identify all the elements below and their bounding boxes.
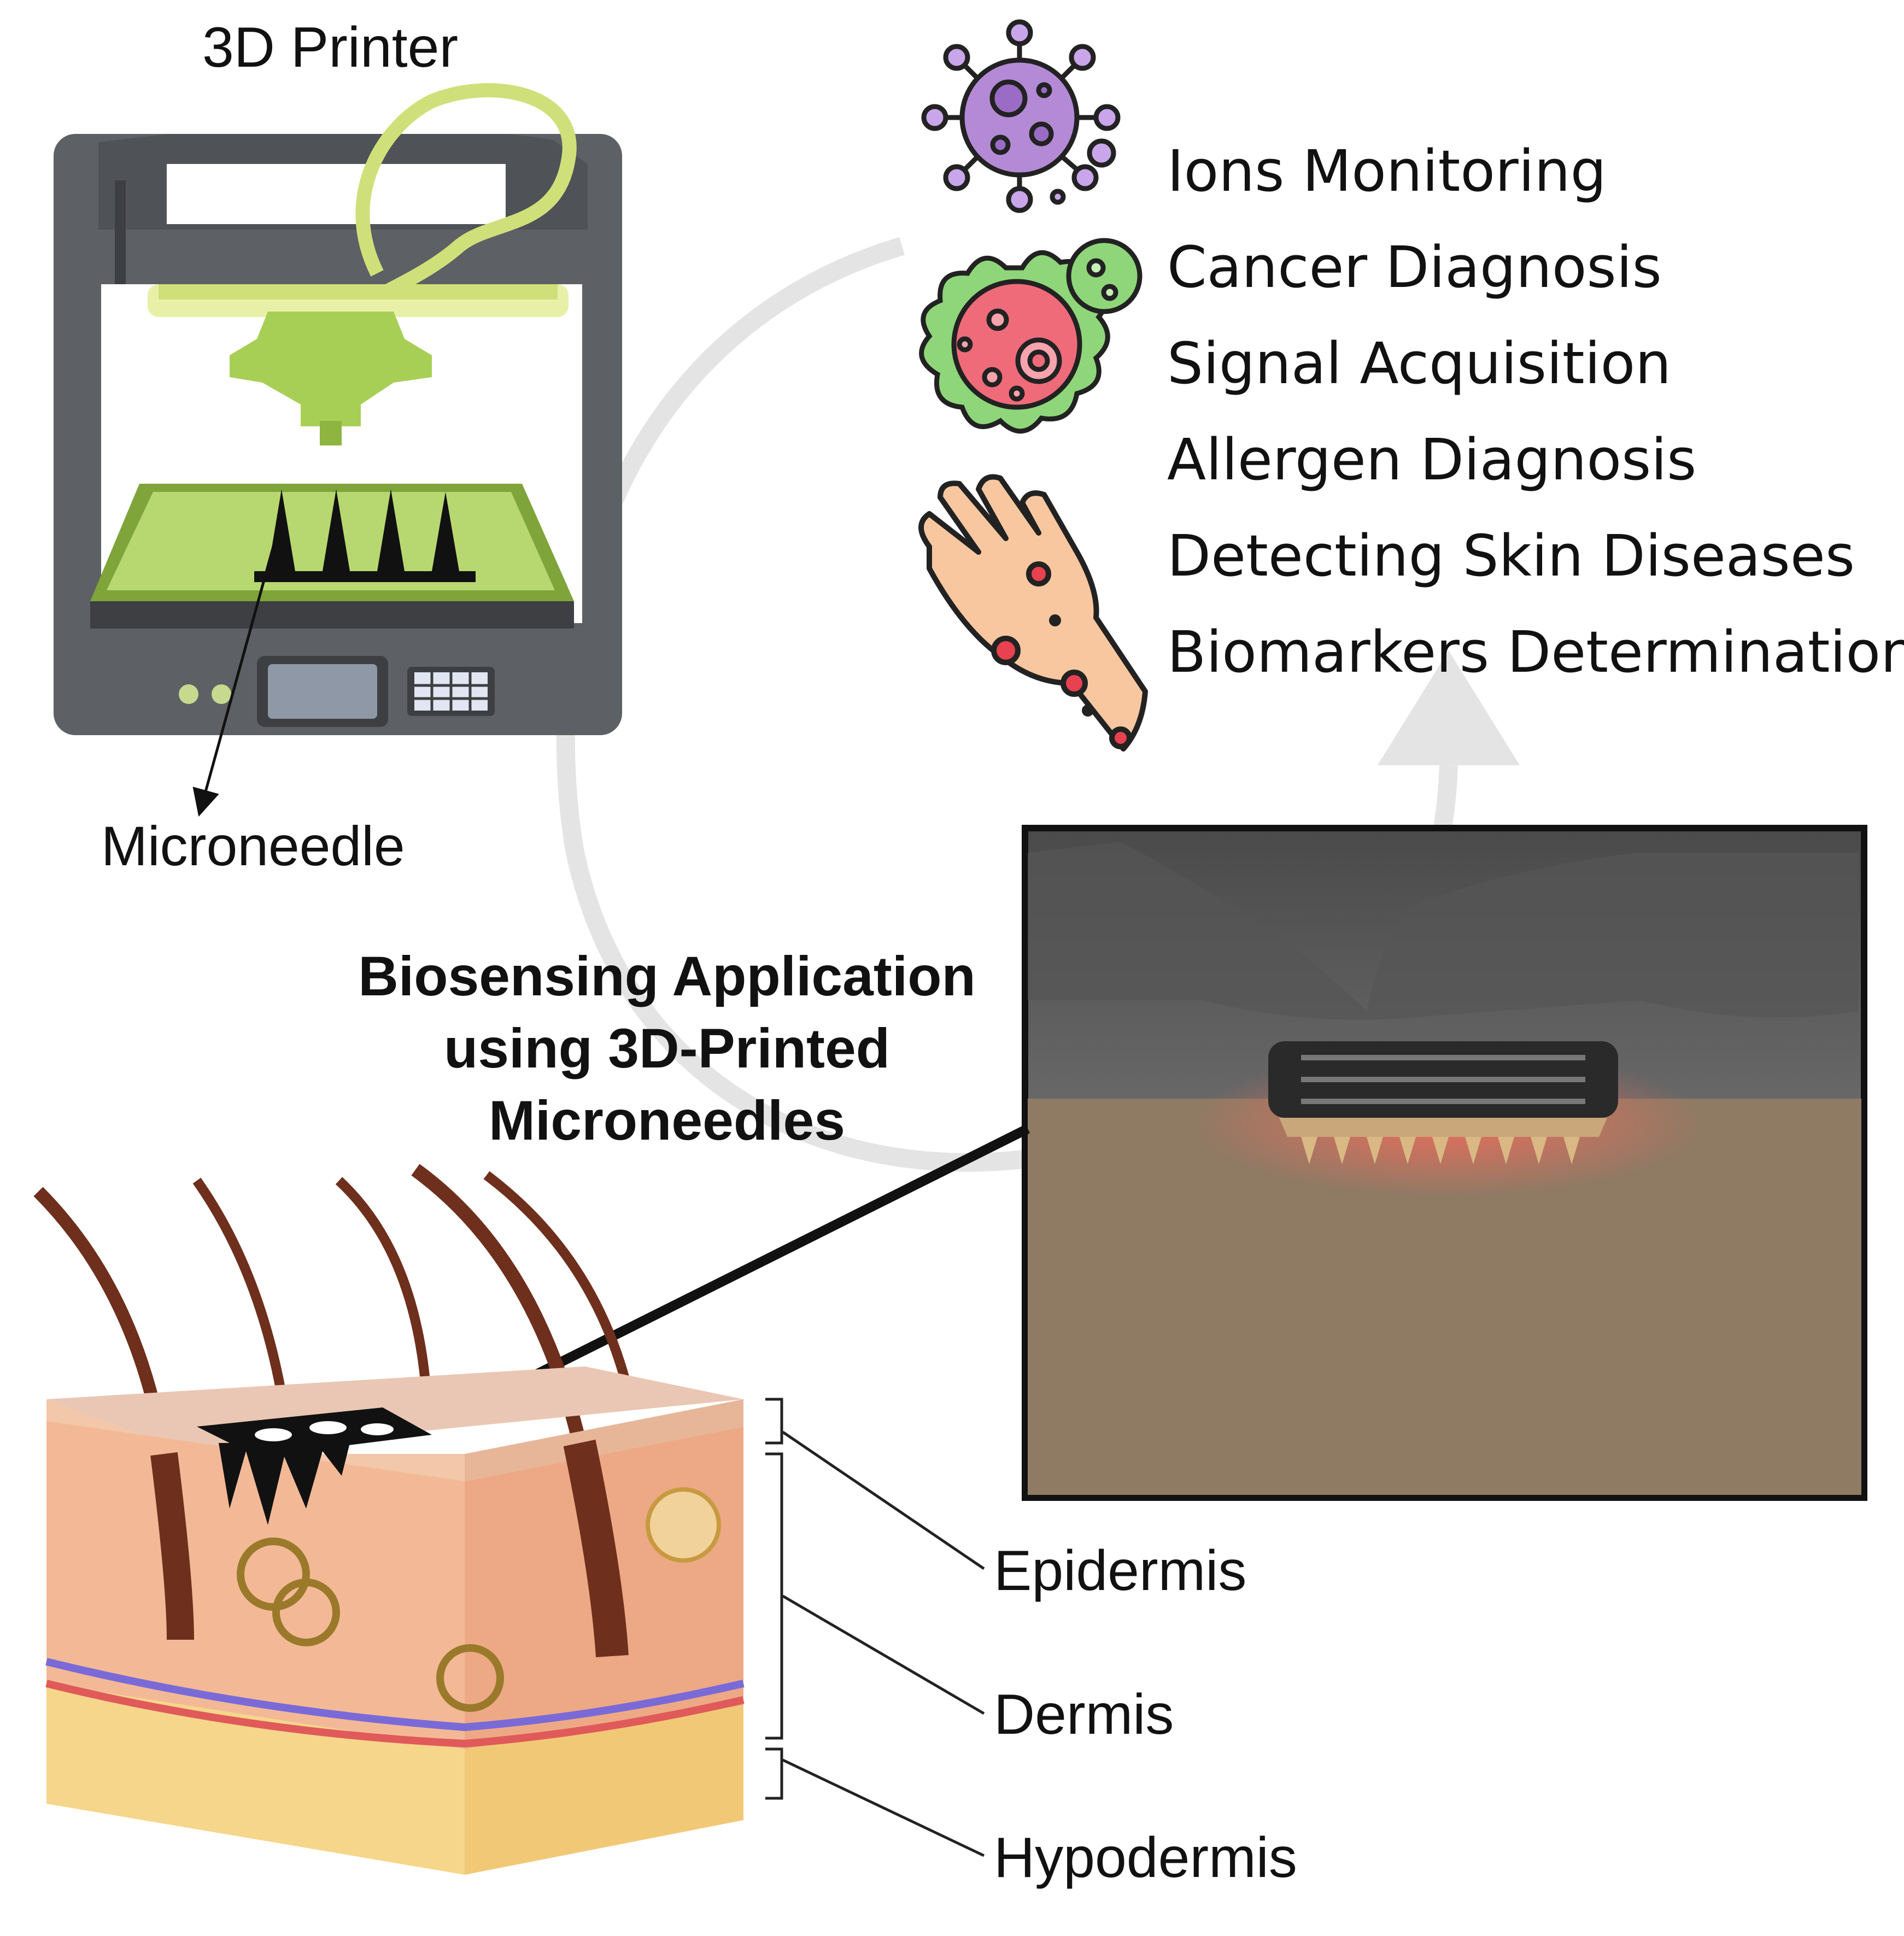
application-item: Biomarkers Determination: [1167, 619, 1904, 685]
title-line: Biosensing Application: [358, 945, 976, 1007]
microneedle-label: Microneedle: [101, 815, 405, 877]
3d-printer-icon: [54, 83, 622, 735]
application-item: Cancer Diagnosis: [1167, 234, 1662, 301]
skin-cross-section: [33, 1164, 745, 1875]
virus-icon: [921, 19, 1121, 213]
applications-list: Ions Monitoring Cancer Diagnosis Signal …: [1167, 136, 1904, 713]
cancer-cell-icon: [919, 238, 1143, 434]
layer-brackets: [765, 1398, 985, 1857]
skin-disease-hand-icon: [918, 474, 1148, 752]
microneedle-photo: [1022, 825, 1867, 1501]
microneedle-patch-icon: [197, 1407, 432, 1525]
application-item: Detecting Skin Diseases: [1167, 523, 1855, 589]
diagram-title: Biosensing Application using 3D-Printed …: [262, 940, 1071, 1157]
microneedle-pointer: [192, 546, 275, 817]
hypodermis-label: Hypodermis: [994, 1826, 1297, 1890]
epidermis-label: Epidermis: [994, 1539, 1247, 1603]
title-line: Microneedles: [489, 1089, 845, 1152]
printer-label: 3D Printer: [202, 16, 459, 79]
application-item: Allergen Diagnosis: [1167, 426, 1697, 493]
application-item: Ions Monitoring: [1167, 138, 1607, 204]
application-item: Signal Acquisition: [1167, 330, 1672, 397]
dermis-label: Dermis: [994, 1683, 1174, 1746]
title-line: using 3D-Printed: [443, 1017, 891, 1080]
